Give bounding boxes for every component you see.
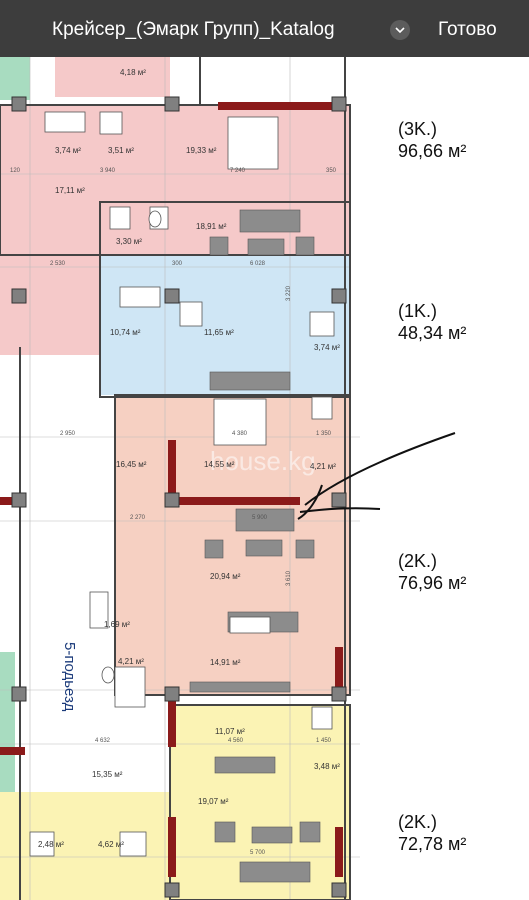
room-area: 3,48 м² (314, 762, 340, 771)
dimension-label: 7 240 (230, 168, 246, 174)
room-area: 11,65 м² (204, 328, 234, 337)
apartment-total-area: 76,96 м² (398, 573, 467, 593)
watermark: house.kg (210, 446, 316, 476)
room-area: 14,55 м² (204, 460, 235, 469)
annotation-stroke-3 (297, 484, 323, 520)
dimension-label: 5 700 (250, 850, 266, 856)
document-title: Крейсер_(Эмарк Групп)_Katalog (52, 19, 335, 40)
dimension-label: 4 632 (95, 738, 111, 744)
apartment-total-area: 96,66 м² (398, 141, 467, 161)
dimension-label: 2 530 (50, 261, 66, 267)
apartment-type: (1K.) (398, 301, 438, 321)
room-area: 4,21 м² (310, 462, 336, 471)
room-area: 4,62 м² (98, 840, 124, 849)
title-menu-button[interactable] (390, 20, 410, 40)
apartment-label-3k: (3K.) 96,66 м² (398, 118, 466, 162)
room-area: 1,69 м² (104, 620, 130, 629)
green-area-top (0, 57, 30, 100)
top-bar: Крейсер_(Эмарк Групп)_Katalog Готово (0, 0, 529, 57)
chevron-down-icon (395, 27, 405, 34)
apartment-type: (2K.) (398, 551, 438, 571)
dimension-label: 120 (10, 168, 21, 174)
dimension-label: 4 380 (232, 431, 248, 437)
dimension-label: 4 560 (228, 738, 244, 744)
floor-plan-drawing: house.kg 5-подьезд 4,18 м² 3,74 м² 3,51 … (0, 57, 456, 900)
apartment-type: (2K.) (398, 812, 438, 832)
green-area-left (0, 652, 15, 792)
dimension-label: 5 900 (252, 515, 268, 521)
dimension-label: 6 028 (250, 261, 266, 267)
apartment-label-2k-lower: (2K.) 72,78 м² (398, 811, 466, 855)
room-area: 15,35 м² (92, 770, 123, 779)
apartment-1k-area (100, 255, 350, 395)
dimension-label: 300 (172, 261, 183, 267)
done-button[interactable]: Готово (438, 19, 497, 40)
apartment-total-area: 72,78 м² (398, 834, 467, 854)
room-area: 16,45 м² (116, 460, 147, 469)
room-area: 3,74 м² (314, 343, 340, 352)
apartment-3k-area-left (0, 255, 100, 355)
room-area: 20,94 м² (210, 572, 241, 581)
room-area: 3,51 м² (108, 146, 134, 155)
bath-top (55, 57, 170, 97)
dimension-label: 1 350 (316, 431, 332, 437)
room-area: 4,18 м² (120, 68, 146, 77)
room-area: 11,07 м² (215, 727, 245, 736)
room-area: 3,74 м² (55, 146, 81, 155)
apartment-label-2k: (2K.) 76,96 м² (398, 550, 466, 594)
apartment-total-area: 48,34 м² (398, 323, 467, 343)
floor-plan: house.kg 5-подьезд 4,18 м² 3,74 м² 3,51 … (0, 57, 529, 900)
room-area: 19,07 м² (198, 797, 229, 806)
dimension-label: 3 940 (100, 168, 116, 174)
dimension-label: 1 450 (316, 738, 332, 744)
room-area: 2,48 м² (38, 840, 64, 849)
room-area: 18,91 м² (196, 222, 227, 231)
room-area: 3,30 м² (116, 237, 142, 246)
dimension-label: 2 950 (60, 431, 76, 437)
room-area: 19,33 м² (186, 146, 217, 155)
room-area: 17,11 м² (55, 186, 85, 195)
dimension-label: 3 610 (286, 570, 292, 586)
room-area: 10,74 м² (110, 328, 141, 337)
apartment-label-1k: (1K.) 48,34 м² (398, 300, 466, 344)
dimension-label: 2 270 (130, 515, 146, 521)
room-area: 14,91 м² (210, 658, 241, 667)
dimension-label: 350 (326, 168, 337, 174)
apartment-type: (3K.) (398, 119, 438, 139)
room-area: 4,21 м² (118, 657, 144, 666)
entrance-label: 5-подьезд (61, 642, 78, 712)
dimension-label: 3 220 (286, 285, 292, 301)
